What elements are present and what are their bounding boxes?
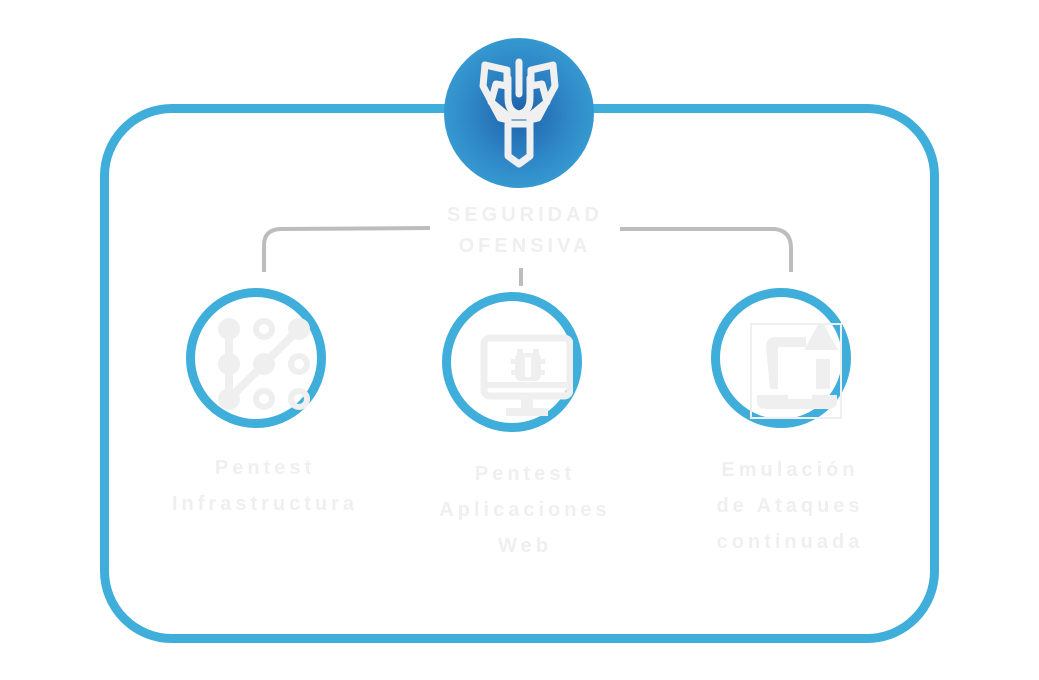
hub-title: SEGURIDAD OFENSIVA [420, 200, 630, 262]
label-line: Emulación [721, 459, 859, 481]
label-line: Pentest [214, 457, 316, 479]
pattern-lock-network-icon [218, 318, 310, 410]
node-pentest-infraestructura[interactable] [186, 288, 326, 428]
label-line: Pentest [474, 463, 576, 485]
node-emulacion-ataques[interactable] [711, 288, 851, 428]
label-line: de Ataques [716, 495, 864, 517]
label-line: Aplicaciones [439, 499, 611, 521]
label-line: Infrastructura [171, 493, 359, 515]
node-pentest-aplicaciones-web[interactable] [442, 292, 582, 432]
node-label-emulacion: Emulación de Ataques continuada [680, 452, 900, 560]
hub-title-line2: OFENSIVA [458, 235, 592, 257]
label-line: continuada [716, 531, 864, 553]
node-label-aplicaciones-web: Pentest Aplicaciones Web [410, 456, 640, 564]
hub-circle [444, 38, 594, 188]
hub-title-line1: SEGURIDAD [446, 204, 603, 226]
monitor-bug-icon [480, 334, 573, 416]
node-label-infraestructura: Pentest Infrastructura [150, 450, 380, 522]
laptop-upload-icon [750, 323, 842, 419]
label-line: Web [498, 535, 552, 557]
missile-icon [479, 58, 559, 168]
